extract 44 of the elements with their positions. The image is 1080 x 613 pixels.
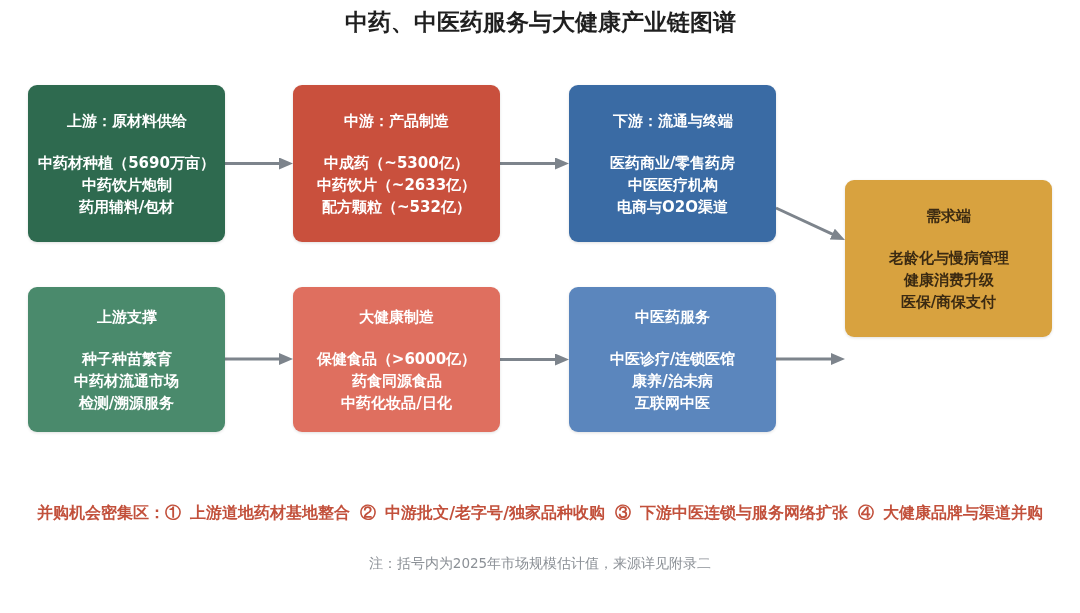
arrow [225,157,293,170]
box-item: 保健食品（>6000亿） [316,348,477,370]
process-box [569,287,776,432]
box-item: 医保/商保支付 [900,291,997,313]
process-box [845,180,1052,337]
box-item: 中药化妆品/日化 [341,392,452,414]
box-heading: 中游：产品制造 [344,110,449,132]
footnote: 注：括号内为2025年市场规模估计值，来源详见附录二 [368,554,712,573]
arrow [500,157,569,170]
box-item: 配方颗粒（~532亿） [322,196,471,218]
process-box [28,287,225,432]
box-item: 中成药（~5300亿） [324,152,469,174]
box-heading: 上游：原材料供给 [66,110,187,132]
highlight-note: 并购机会密集区：① 上游道地药材基地整合 ② 中游批文/老字号/独家品种收购 ③ 下游中医连锁与服务网络扩张 ④ 大健康品牌与渠道并购 [36,502,1044,524]
arrow [500,353,569,366]
box-heading: 下游：流通与终端 [612,110,733,132]
box-item: 互联网中医 [635,392,710,414]
box-item: 健康消费升级 [903,269,994,291]
box-heading: 中医药服务 [635,306,710,328]
arrow [776,353,845,365]
box-item: 药用辅料/包材 [78,196,175,218]
box-heading: 需求端 [926,205,971,227]
box-item: 药食同源食品 [351,370,442,392]
box-item: 中药材种植（5690万亩） [38,152,215,174]
box-item: 种子种苗繁育 [81,348,172,370]
process-box [28,85,225,242]
box-heading: 上游支撑 [96,306,157,328]
box-item: 中药饮片（~2633亿） [316,174,477,196]
diagram-title: 中药、中医药服务与大健康产业链图谱 [344,7,736,37]
box-item: 中药材流通市场 [74,370,179,392]
box-item: 检测/溯源服务 [78,392,175,414]
process-box [569,85,776,242]
box-item: 中药饮片炮制 [81,174,172,196]
arrow [775,206,845,240]
box-item: 老龄化与慢病管理 [888,247,1009,269]
box-item: 医药商业/零售药房 [609,152,736,174]
box-item: 中医医疗机构 [627,174,718,196]
box-item: 电商与O2O渠道 [617,196,728,218]
arrow [225,353,293,365]
process-box [293,85,500,242]
box-heading: 大健康制造 [359,306,434,328]
process-box [293,287,500,432]
box-item: 康养/治未病 [632,370,713,392]
box-item: 中医诊疗/连锁医馆 [609,348,736,370]
